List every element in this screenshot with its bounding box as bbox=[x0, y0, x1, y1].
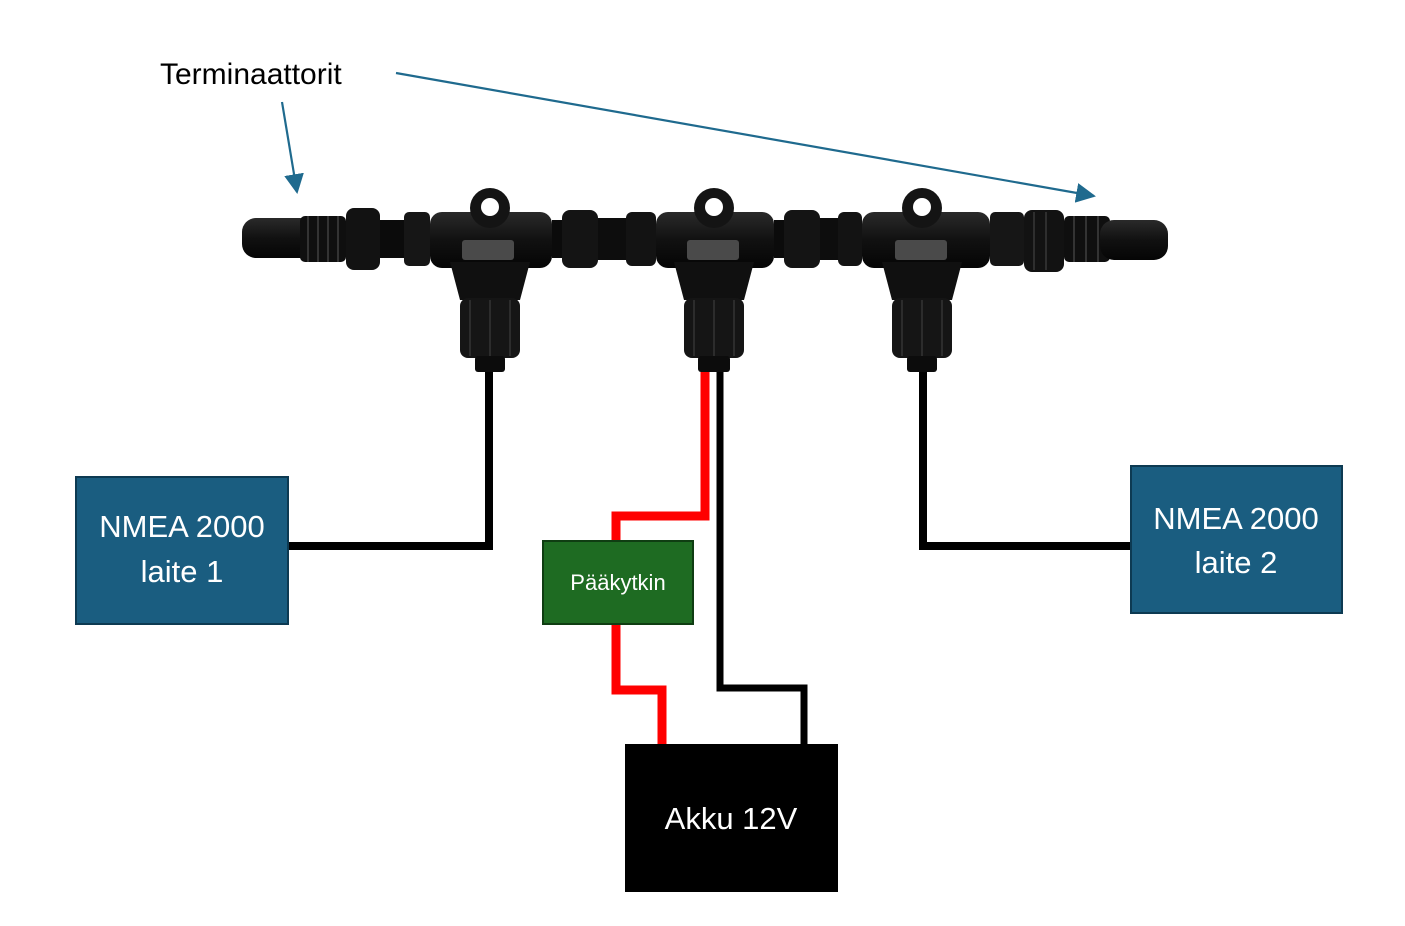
terminator-arrow-left bbox=[280, 101, 304, 194]
tee-connector-icon bbox=[430, 188, 552, 372]
terminator-right-icon bbox=[1064, 216, 1168, 262]
battery-label: Akku 12V bbox=[665, 801, 798, 836]
terminator-left-icon bbox=[242, 216, 346, 262]
tee-connector-icon bbox=[656, 188, 774, 372]
coupling-nut bbox=[346, 208, 380, 270]
nmea-device-2: NMEA 2000 laite 2 bbox=[1130, 465, 1343, 614]
ground-wire-device2 bbox=[919, 370, 1131, 550]
terminators-label: Terminaattorit bbox=[160, 58, 342, 91]
device-2-label-line2: laite 2 bbox=[1195, 545, 1278, 580]
terminator-arrow-right bbox=[395, 71, 1096, 203]
battery-12v: Akku 12V bbox=[625, 744, 838, 892]
tee-connector-icon bbox=[862, 188, 990, 372]
device-2-label-line1: NMEA 2000 bbox=[1153, 501, 1318, 536]
main-switch-label: Pääkytkin bbox=[570, 570, 665, 595]
device-1-label-line2: laite 1 bbox=[141, 554, 224, 589]
main-switch: Pääkytkin bbox=[542, 540, 694, 625]
device-1-label-line1: NMEA 2000 bbox=[99, 509, 264, 544]
ground-wire-device1 bbox=[288, 370, 493, 550]
ground-wire-battery bbox=[716, 372, 808, 744]
power-wire-to-switch bbox=[611, 372, 710, 542]
nmea-device-1: NMEA 2000 laite 1 bbox=[75, 476, 289, 625]
wiring bbox=[288, 370, 1131, 744]
power-wire-to-battery bbox=[611, 624, 667, 744]
nmea2000-backbone-icon bbox=[242, 188, 1168, 372]
